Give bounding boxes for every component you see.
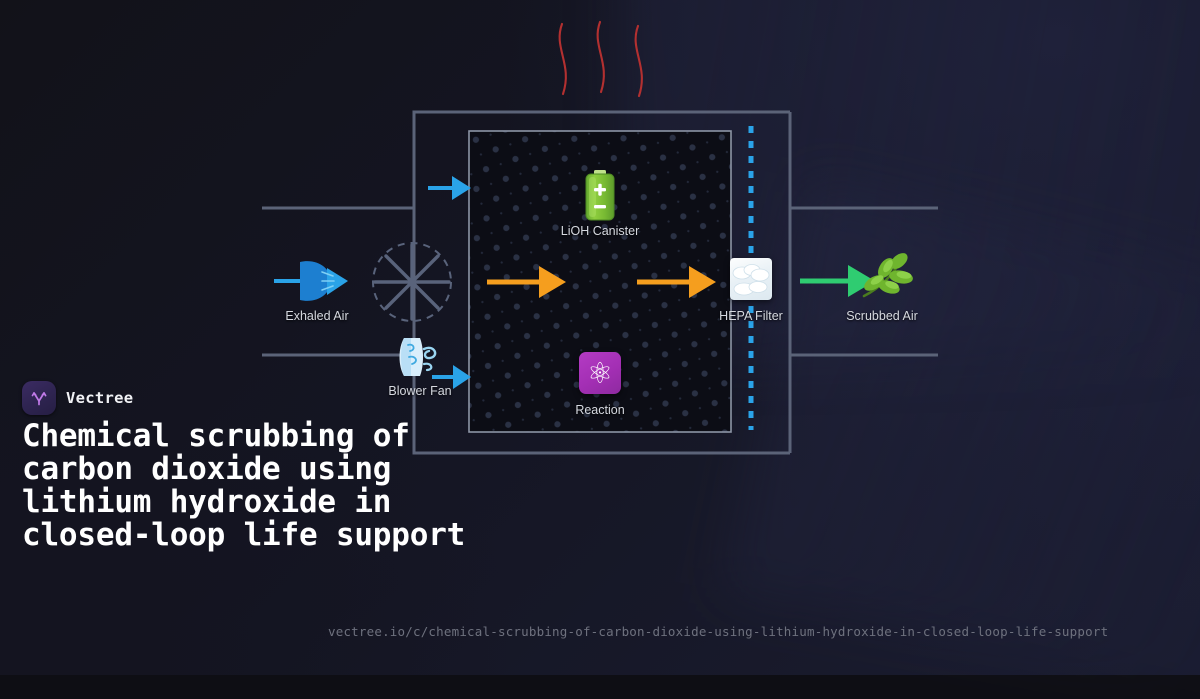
label-reaction: Reaction	[575, 403, 625, 417]
herb-leaf-icon	[862, 253, 913, 298]
co2-scrubber-diagram: ⚛ Exhaled Air Blower Fan LiOH Canister R…	[262, 20, 938, 455]
logo-mark	[31, 392, 47, 406]
label-lioh-canister: LiOH Canister	[560, 224, 640, 238]
fan-wheel-icon	[372, 242, 452, 322]
arrow-process-1	[487, 266, 566, 298]
arrow-inlet-bottom	[432, 365, 471, 389]
label-scrubbed-air: Scrubbed Air	[846, 309, 918, 323]
heat-waves-icon	[558, 20, 643, 98]
brand-name: Vectree	[66, 389, 134, 407]
label-hepa-filter: HEPA Filter	[719, 309, 783, 323]
diagram-vector-layer	[262, 20, 938, 455]
cloud-glyph	[732, 264, 770, 296]
arrow-process-2	[637, 266, 716, 298]
arrow-exhaled-feed	[274, 261, 348, 301]
label-exhaled-air: Exhaled Air	[285, 309, 349, 323]
label-blower-fan: Blower Fan	[388, 384, 452, 398]
battery-icon	[585, 170, 615, 221]
wind-face-icon	[399, 338, 437, 376]
page-url: vectree.io/c/chemical-scrubbing-of-carbo…	[328, 624, 1109, 639]
page-title: Chemical scrubbing of carbon dioxide usi…	[22, 418, 466, 553]
cloud-filter-icon	[730, 258, 772, 300]
atom-icon: ⚛	[579, 352, 621, 394]
vectree-logo-icon	[22, 381, 56, 415]
brand: Vectree	[22, 381, 133, 415]
arrow-outlet	[800, 265, 875, 297]
arrow-inlet-top	[428, 176, 471, 200]
